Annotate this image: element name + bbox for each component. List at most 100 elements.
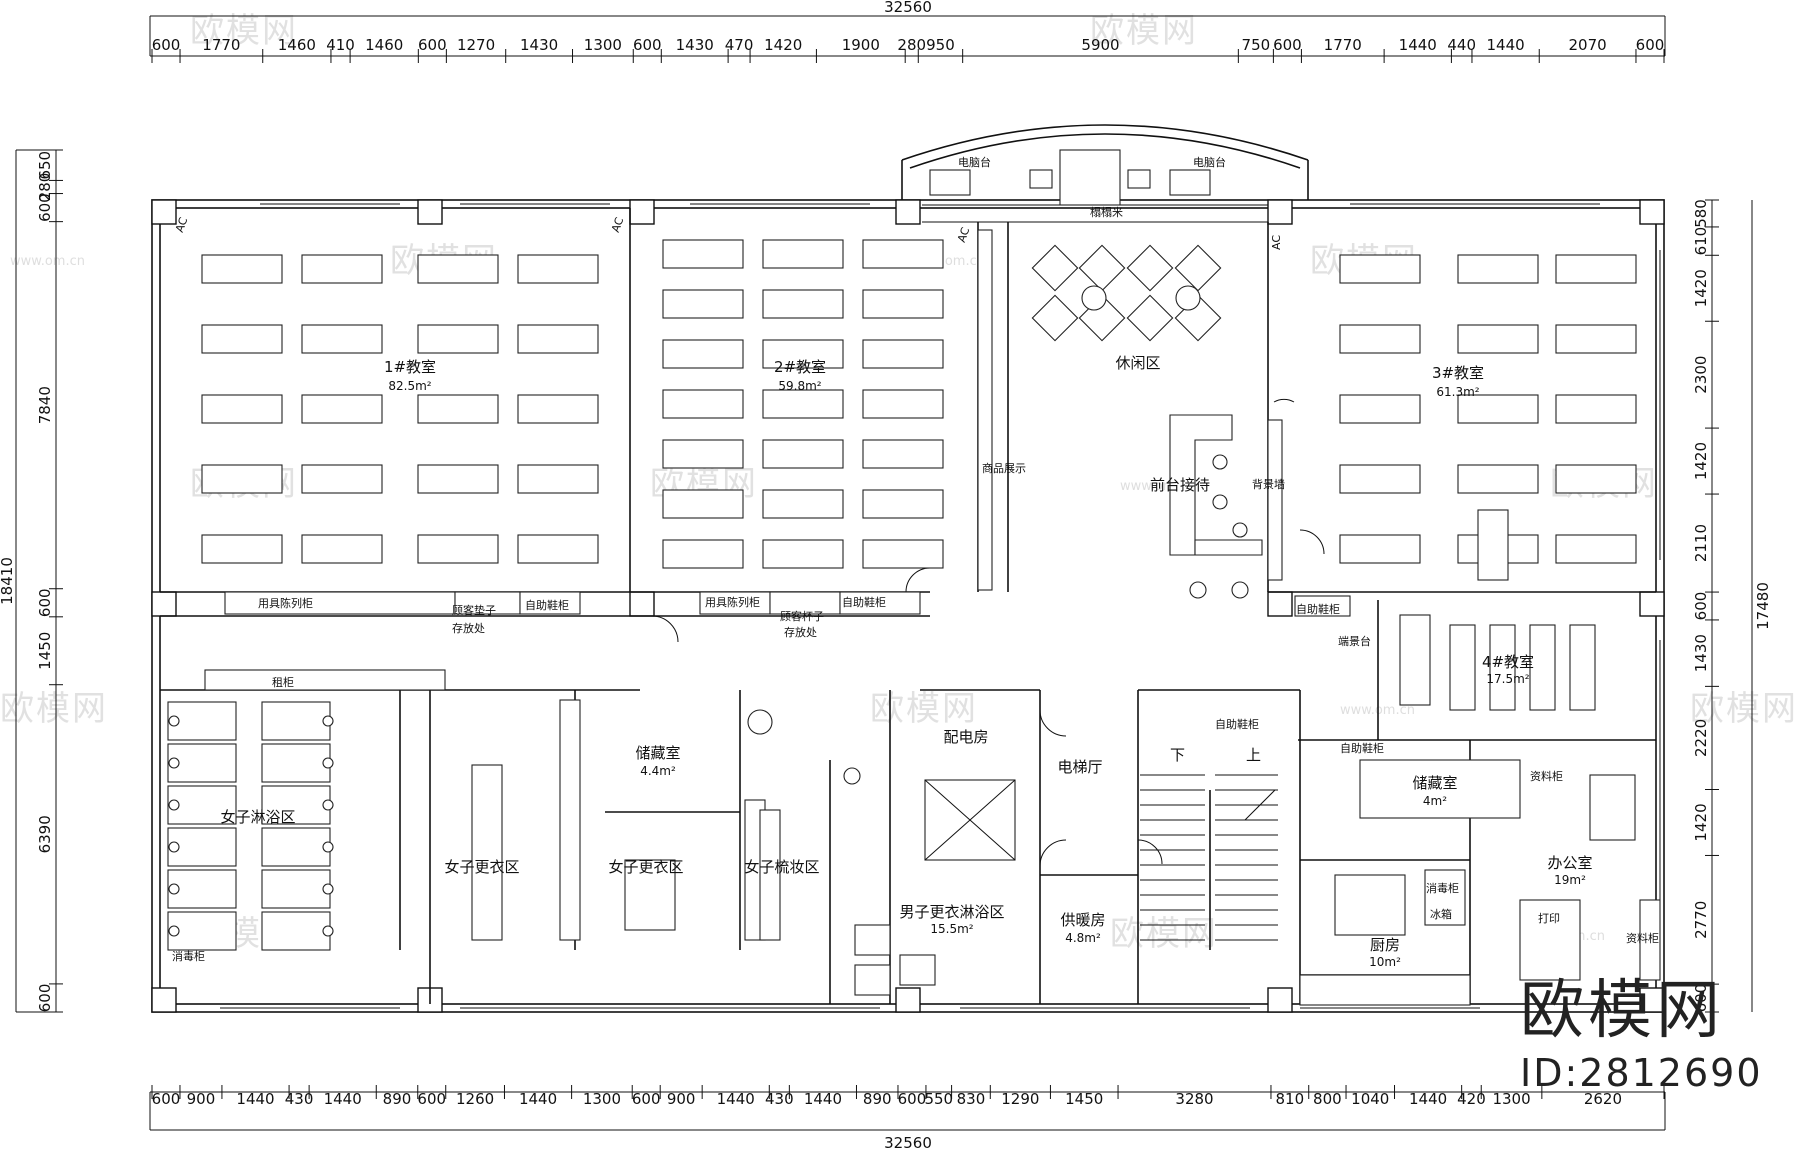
bottom-dimension: 810 bbox=[1276, 1090, 1305, 1108]
room-name-elevator-hall: 电梯厅 bbox=[1057, 758, 1102, 776]
label-shoe-cabinet-2: 自助鞋柜 bbox=[842, 595, 886, 609]
desk bbox=[201, 324, 283, 354]
room-name-women-shower: 女子淋浴区 bbox=[220, 808, 295, 826]
watermark: 欧模网 bbox=[1110, 914, 1218, 954]
shower-head bbox=[322, 883, 334, 895]
watermark: 欧模网 bbox=[190, 11, 298, 51]
top-dimension: 1440 bbox=[1487, 36, 1525, 54]
label-stair-up: 上 bbox=[1246, 746, 1261, 764]
right-dimension: 2300 bbox=[1692, 356, 1710, 394]
shower-stall bbox=[261, 785, 331, 825]
top-dimension: 410 bbox=[326, 36, 355, 54]
desk bbox=[301, 324, 383, 354]
shower-head bbox=[168, 841, 180, 853]
room-area-classroom-4: 17.5m² bbox=[1486, 672, 1529, 686]
left-dimension: 1450 bbox=[36, 632, 54, 670]
room-name-kitchen: 厨房 bbox=[1370, 936, 1400, 954]
desk bbox=[762, 389, 844, 419]
desk bbox=[1457, 394, 1539, 424]
bottom-dimension: 600 bbox=[632, 1090, 661, 1108]
right-dimension: 1420 bbox=[1692, 803, 1710, 841]
top-dimension: 950 bbox=[926, 36, 955, 54]
room-area-storage-2: 4m² bbox=[1423, 794, 1447, 808]
left-dimension: 7840 bbox=[36, 386, 54, 424]
bottom-dimension: 1260 bbox=[456, 1090, 494, 1108]
label-tatami: 榻榻米 bbox=[1090, 205, 1123, 219]
label-mat-storage-line1: 顾客垫子 bbox=[452, 603, 496, 617]
label-cup-storage-line1: 顾客杯子 bbox=[780, 609, 824, 623]
bottom-dimension: 1440 bbox=[324, 1090, 362, 1108]
room-name-power-room: 配电房 bbox=[943, 728, 988, 746]
room-name-storage-1: 储藏室 bbox=[635, 744, 680, 762]
bottom-dimension: 430 bbox=[765, 1090, 794, 1108]
label-cup-storage-line2: 存放处 bbox=[784, 625, 817, 639]
side-table bbox=[1175, 285, 1201, 311]
top-dimension: 600 bbox=[152, 36, 181, 54]
bottom-dimension: 800 bbox=[1313, 1090, 1342, 1108]
top-dimension: 1460 bbox=[365, 36, 403, 54]
right-dimension: 1420 bbox=[1692, 269, 1710, 307]
room-area-classroom-1: 82.5m² bbox=[388, 379, 431, 393]
label-backdrop-wall: 背景墙 bbox=[1252, 477, 1285, 491]
desk bbox=[662, 389, 744, 419]
room-name-women-changing-2: 女子更衣区 bbox=[608, 858, 683, 876]
shower-stall bbox=[261, 743, 331, 783]
left-dimension: 650 bbox=[36, 151, 54, 180]
label-stair-down: 下 bbox=[1170, 746, 1185, 764]
label-ac-unit: AC bbox=[1270, 235, 1283, 250]
bottom-dimension: 1300 bbox=[1492, 1090, 1530, 1108]
label-shoe-cabinet-3: 自助鞋柜 bbox=[1296, 602, 1340, 616]
left-dimension: 280 bbox=[36, 173, 54, 202]
label-file-cabinet-2: 资料柜 bbox=[1626, 931, 1659, 945]
shower-stall bbox=[261, 911, 331, 951]
desk bbox=[1339, 534, 1421, 564]
top-dimension: 1430 bbox=[520, 36, 558, 54]
shower-stall bbox=[261, 869, 331, 909]
left-dimension: 6390 bbox=[36, 815, 54, 853]
top-dimension: 1430 bbox=[676, 36, 714, 54]
desk bbox=[862, 239, 944, 269]
top-dimension: 600 bbox=[1636, 36, 1665, 54]
desk bbox=[762, 239, 844, 269]
desk bbox=[762, 339, 844, 369]
right-dimension: 600 bbox=[1692, 984, 1710, 1013]
lounge-chair bbox=[1126, 244, 1174, 292]
right-dimension: 1430 bbox=[1692, 634, 1710, 672]
right-dimension: 2220 bbox=[1692, 719, 1710, 757]
brand-id: ID:2812690 bbox=[1520, 1051, 1763, 1095]
shower-head bbox=[168, 715, 180, 727]
lounge-chair bbox=[1078, 244, 1126, 292]
top-dimension: 1300 bbox=[584, 36, 622, 54]
desk bbox=[1457, 324, 1539, 354]
bottom-dimension: 1300 bbox=[583, 1090, 621, 1108]
bottom-dimension: 1440 bbox=[519, 1090, 557, 1108]
shower-head bbox=[322, 799, 334, 811]
desk bbox=[1457, 464, 1539, 494]
label-computer-desk-left: 电脑台 bbox=[958, 155, 991, 169]
room-area-classroom-2: 59.8m² bbox=[778, 379, 821, 393]
shower-head bbox=[322, 715, 334, 727]
desk bbox=[517, 324, 599, 354]
left-dimension: 600 bbox=[36, 984, 54, 1013]
desk bbox=[1555, 464, 1637, 494]
watermark: 欧模网 bbox=[1090, 11, 1198, 51]
desk bbox=[1339, 394, 1421, 424]
desk bbox=[862, 289, 944, 319]
right-dimension: 610 bbox=[1692, 227, 1710, 256]
bottom-dimension: 600 bbox=[152, 1090, 181, 1108]
label-end-scene-table: 端景台 bbox=[1338, 634, 1371, 648]
desk bbox=[1339, 324, 1421, 354]
shower-head bbox=[322, 841, 334, 853]
label-shoe-cabinet-4: 自助鞋柜 bbox=[1215, 717, 1259, 731]
top-dimension: 5900 bbox=[1081, 36, 1119, 54]
desk bbox=[301, 534, 383, 564]
bottom-dimension: 420 bbox=[1457, 1090, 1486, 1108]
desk bbox=[417, 254, 499, 284]
label-shoe-cabinet-5: 自助鞋柜 bbox=[1340, 741, 1384, 755]
top-dimension: 1270 bbox=[457, 36, 495, 54]
desk bbox=[517, 394, 599, 424]
desk-layer bbox=[201, 239, 1637, 581]
top-dimension: 2070 bbox=[1569, 36, 1607, 54]
bottom-dimension: 1290 bbox=[1001, 1090, 1039, 1108]
desk bbox=[201, 464, 283, 494]
